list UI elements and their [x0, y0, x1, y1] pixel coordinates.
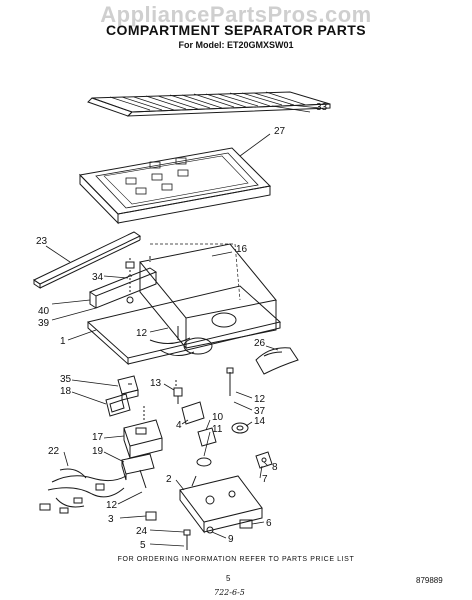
switch-part [196, 427, 217, 467]
callout-17: 17 [92, 432, 104, 443]
callout-22: 22 [48, 446, 60, 457]
callout-labels: 33 27 23 16 34 40 39 1 12 26 35 18 13 12… [36, 102, 328, 551]
callout-3: 3 [108, 514, 114, 525]
light-socket-part [255, 451, 273, 469]
model-subtitle: For Model: ET20GMXSW01 [178, 40, 294, 50]
callout-26: 26 [254, 338, 266, 349]
connector-part [145, 511, 157, 521]
callout-35: 35 [60, 374, 72, 385]
callout-7: 7 [262, 474, 268, 485]
callout-39: 39 [38, 318, 50, 329]
callout-10: 10 [212, 412, 224, 423]
callout-23: 23 [36, 236, 48, 247]
callout-14: 14 [254, 416, 266, 427]
damper-control-part [175, 380, 205, 425]
control-bezel-part [105, 393, 131, 417]
callout-40: 40 [38, 306, 50, 317]
callout-12-upper: 12 [136, 328, 148, 339]
handwritten-note: 722-6-5 [214, 588, 245, 597]
shelf-grille-part [87, 91, 331, 117]
callout-16: 16 [236, 244, 248, 255]
callout-12-lower: 12 [106, 500, 118, 511]
document-number: 879889 [416, 576, 443, 585]
callout-9: 9 [228, 534, 234, 545]
callout-1: 1 [60, 336, 66, 347]
callout-5: 5 [140, 540, 146, 551]
callout-4: 4 [176, 420, 182, 431]
page-title: COMPARTMENT SEPARATOR PARTS [106, 22, 366, 38]
callout-12-right: 12 [254, 394, 266, 405]
thermostat-part [121, 453, 155, 489]
callout-13: 13 [150, 378, 162, 389]
mounting-screw-part [183, 529, 191, 550]
callout-6: 6 [266, 518, 272, 529]
callout-18: 18 [60, 386, 72, 397]
callout-19: 19 [92, 446, 104, 457]
ordering-note: FOR ORDERING INFORMATION REFER TO PARTS … [117, 556, 355, 563]
separator-housing-part [139, 243, 277, 350]
shelf-frame-part [78, 147, 272, 225]
callout-27: 27 [274, 126, 286, 137]
control-housing-part [123, 406, 163, 459]
insulator-part [255, 347, 299, 375]
separator-base-plate [86, 285, 282, 366]
wiring-harness-part [39, 468, 127, 514]
watermark: AppliancePartsPros.com [100, 2, 372, 27]
callout-33: 33 [316, 102, 328, 113]
damper-tray-part [179, 475, 263, 534]
screw-right-part [226, 367, 234, 396]
leader-lines [45, 105, 311, 547]
callout-8: 8 [272, 462, 278, 473]
callout-37: 37 [254, 406, 266, 417]
page-number: 5 [226, 574, 231, 583]
bracket-part [88, 258, 158, 309]
screw-part [173, 387, 183, 404]
callout-34: 34 [92, 272, 104, 283]
trim-strip-part [32, 231, 142, 289]
grommet-part [231, 422, 249, 434]
callout-11: 11 [212, 424, 223, 435]
control-knob-part [117, 375, 139, 401]
callout-24: 24 [136, 526, 148, 537]
callout-2: 2 [166, 474, 172, 485]
screw-bottom-part [206, 526, 214, 534]
